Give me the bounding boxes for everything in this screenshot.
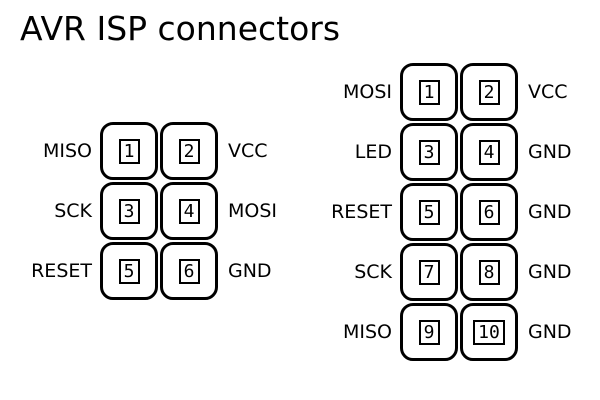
pin-number: 1 [118,138,140,164]
connector-row: RESET 5 6 GND [307,182,572,242]
pin-cell-3: 3 [100,182,158,240]
connector-row: SCK 7 8 GND [307,242,572,302]
pin-cell-6: 6 [460,183,518,241]
connector-row: MISO 9 10 GND [307,302,572,362]
pin-label-left: RESET [31,259,92,282]
pin-cell-2: 2 [160,122,218,180]
page-title: AVR ISP connectors [20,9,341,48]
pin-cell-3: 3 [400,123,458,181]
pin-number: 3 [418,139,440,165]
pin-number: 4 [178,198,200,224]
pin-label-right: GND [528,320,572,343]
pin-number: 2 [178,138,200,164]
pin-cell-9: 9 [400,303,458,361]
pin-number: 6 [178,258,200,284]
pin-cell-5: 5 [100,242,158,300]
pin-number: 5 [118,258,140,284]
pin-label-left: MISO [342,320,392,343]
pin-number: 5 [418,199,440,225]
pin-number: 3 [118,198,140,224]
pin-label-right: GND [528,200,572,223]
pin-number: 7 [418,259,440,285]
pin-cell-8: 8 [460,243,518,301]
pin-label-left: RESET [331,200,392,223]
pin-number: 6 [478,199,500,225]
pin-label-left: SCK [354,260,392,283]
pin-cell-6: 6 [160,242,218,300]
pin-cell-7: 7 [400,243,458,301]
pin-label-right: GND [528,140,572,163]
pin-label-left: MISO [42,139,92,162]
pin-number: 2 [478,79,500,105]
pin-number: 4 [478,139,500,165]
pin-number: 1 [418,79,440,105]
pin-cell-5: 5 [400,183,458,241]
pin-label-right: GND [228,259,272,282]
pin-cell-4: 4 [460,123,518,181]
pin-number: 8 [478,259,500,285]
pin-cell-1: 1 [400,63,458,121]
pin-cell-2: 2 [460,63,518,121]
connector-10pin: MOSI 1 2 VCC LED 3 4 GND RESET 5 6 GND S… [307,62,572,362]
pin-cell-4: 4 [160,182,218,240]
pin-label-right: GND [528,260,572,283]
connector-row: LED 3 4 GND [307,122,572,182]
pin-label-right: VCC [528,80,568,103]
pin-label-right: VCC [228,139,268,162]
connector-row: RESET 5 6 GND [7,241,277,301]
pin-label-left: SCK [54,199,92,222]
pin-label-right: MOSI [228,199,278,222]
pin-cell-1: 1 [100,122,158,180]
pin-number: 9 [418,319,440,345]
connector-row: MOSI 1 2 VCC [307,62,572,122]
pin-label-left: LED [354,140,392,163]
connector-6pin: MISO 1 2 VCC SCK 3 4 MOSI RESET 5 6 GND [7,121,277,301]
pin-cell-10: 10 [460,303,518,361]
pin-label-left: MOSI [342,80,392,103]
pin-number: 10 [473,319,505,345]
connector-row: MISO 1 2 VCC [7,121,277,181]
connector-row: SCK 3 4 MOSI [7,181,277,241]
